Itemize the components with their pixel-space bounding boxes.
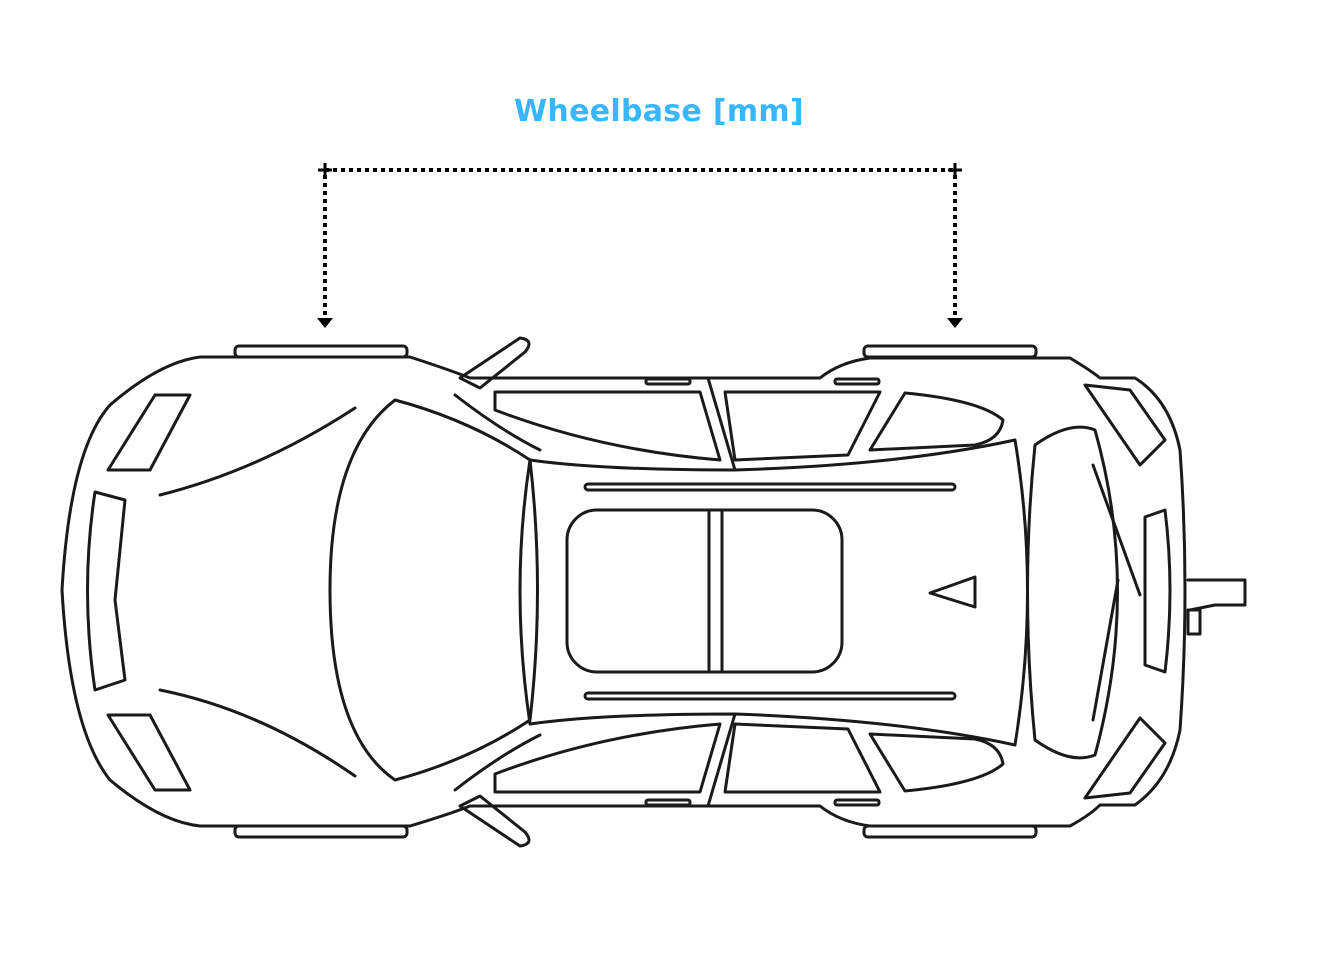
rear-window bbox=[1026, 425, 1119, 760]
rear-cross-tick bbox=[948, 163, 962, 177]
car-outline bbox=[60, 336, 1247, 848]
antenna-fin bbox=[928, 575, 977, 609]
wheel-rear-bottom bbox=[862, 824, 1038, 839]
taillight-bottom bbox=[1083, 716, 1167, 800]
front-grille bbox=[86, 490, 127, 692]
tow-hitch bbox=[1186, 578, 1247, 612]
headlight-bottom bbox=[106, 713, 192, 792]
window-mid-top bbox=[723, 390, 882, 462]
wheel-front-bottom bbox=[233, 824, 409, 839]
headlight-top bbox=[106, 393, 192, 472]
window-rear-bottom bbox=[868, 732, 1005, 793]
front-cross-tick bbox=[318, 163, 332, 177]
window-front-bottom bbox=[493, 722, 722, 794]
rear-arrow-icon bbox=[947, 318, 963, 328]
window-mid-bottom bbox=[723, 722, 882, 794]
roof-rail-top bbox=[583, 482, 957, 492]
wheelbase-dimension bbox=[318, 163, 962, 318]
window-rear-top bbox=[868, 391, 1005, 452]
car-body bbox=[60, 355, 1187, 828]
window-front-top bbox=[493, 390, 722, 462]
wheel-front-top bbox=[233, 344, 409, 359]
taillight-top bbox=[1083, 383, 1167, 467]
sunroof bbox=[565, 508, 844, 674]
mirror-bottom bbox=[458, 794, 531, 848]
roof bbox=[518, 438, 1029, 747]
front-arrow-icon bbox=[317, 318, 333, 328]
windshield bbox=[328, 398, 539, 782]
rear-bumper-panel bbox=[1143, 508, 1172, 674]
wheel-rear-top bbox=[862, 344, 1038, 359]
roof-rail-bottom bbox=[583, 691, 957, 701]
mirror-top bbox=[458, 336, 531, 390]
wheelbase-label: Wheelbase [mm] bbox=[514, 94, 804, 129]
